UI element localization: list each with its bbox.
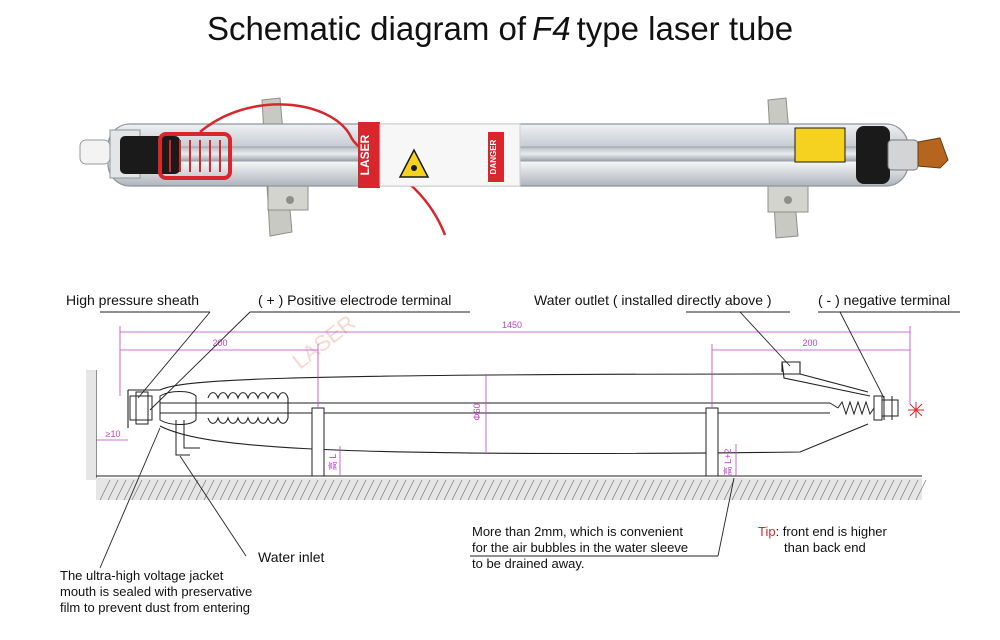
label-positive-terminal: ( + ) Positive electrode terminal xyxy=(258,292,452,308)
laser-warning-icon xyxy=(398,148,430,178)
dim-end-gap: ≥10 xyxy=(106,429,121,439)
support-left xyxy=(311,407,325,477)
note-jacket-seal: The ultra-high voltage jacket mouth is s… xyxy=(60,568,252,616)
laser-band xyxy=(358,122,380,188)
tip-line: : front end is higher xyxy=(775,524,887,539)
right-end-cap xyxy=(856,126,890,184)
support-right xyxy=(705,407,719,477)
label-water-inlet: Water inlet xyxy=(258,549,325,565)
note-jacket-line: mouth is sealed with preservative xyxy=(60,584,253,599)
note-bubbles-line: for the air bubbles in the water sleeve xyxy=(472,540,689,555)
laser-output-icon xyxy=(908,402,924,418)
note-bubbles: More than 2mm, which is convenient for t… xyxy=(472,524,688,572)
note-bubbles-line: More than 2mm, which is convenient xyxy=(472,524,683,539)
electrode-spring-coil xyxy=(207,392,289,424)
dim-height-right: 高 L+2 xyxy=(722,449,733,476)
dim-total-length: 1450 xyxy=(502,320,522,330)
mounting-base xyxy=(85,370,927,501)
title-model: F4 xyxy=(532,10,571,47)
negative-terminal-clip xyxy=(917,137,949,169)
tip-key: Tip xyxy=(758,524,776,539)
note-tip: Tip: front end is higher than back end xyxy=(758,524,887,556)
watermark-text: LASER xyxy=(288,310,360,374)
title-prefix: Schematic diagram of xyxy=(206,10,527,47)
tip-line: than back end xyxy=(784,540,866,555)
negative-electrode-assembly xyxy=(837,395,899,421)
dim-height-left: 高 L xyxy=(327,454,338,471)
dimension-lines xyxy=(96,326,911,476)
dim-diameter: Φ60 xyxy=(472,403,482,420)
discharge-tube xyxy=(147,399,839,418)
dim-right-support: 200 xyxy=(802,338,817,348)
red-wire xyxy=(199,103,447,236)
laser-band-text: LASER xyxy=(358,134,372,175)
label-high-pressure-sheath: High pressure sheath xyxy=(66,292,200,308)
laser-tube-photo: LASER DANGER xyxy=(79,97,949,239)
danger-label xyxy=(488,132,504,182)
red-electrode-spring xyxy=(158,132,232,180)
water-jacket xyxy=(127,361,871,455)
note-jacket-line: The ultra-high voltage jacket xyxy=(60,568,224,583)
output-warning-sticker xyxy=(794,127,846,163)
label-water-outlet: Water outlet ( installed directly above … xyxy=(534,292,772,308)
danger-label-text: DANGER xyxy=(489,139,498,174)
note-jacket-line: film to prevent dust from entering xyxy=(60,600,251,615)
label-negative-terminal: ( - ) negative terminal xyxy=(818,292,951,308)
dim-left-support: 200 xyxy=(212,338,227,348)
leader-lines xyxy=(99,311,960,569)
note-bubbles-line: to be drained away. xyxy=(472,556,585,571)
title-suffix: type laser tube xyxy=(576,10,794,47)
high-pressure-sheath xyxy=(120,136,180,174)
positive-electrode-assembly xyxy=(129,391,200,456)
